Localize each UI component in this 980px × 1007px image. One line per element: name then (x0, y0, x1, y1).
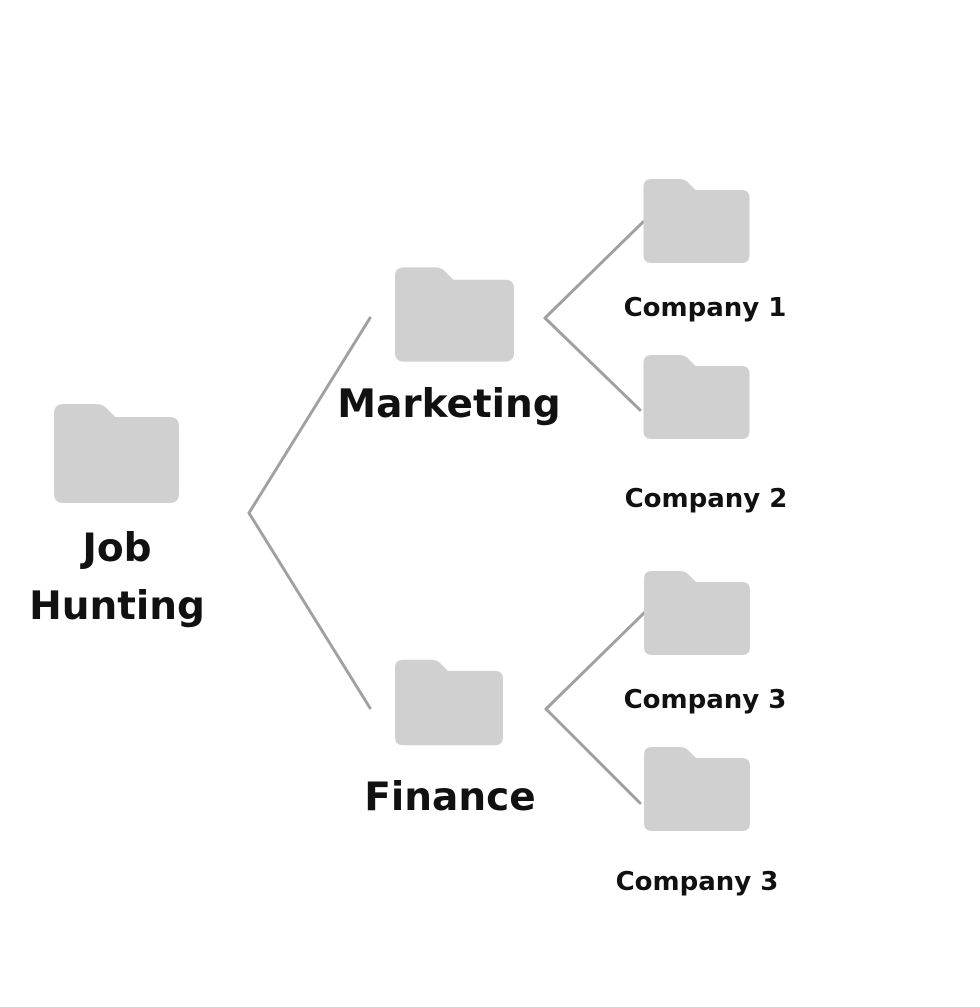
branch-label-marketing: Marketing (337, 382, 561, 427)
connector-root-marketing (247, 316, 372, 515)
leaf-label-company-2: Company 2 (624, 484, 788, 514)
folder-icon (643, 179, 750, 263)
folder-icon (644, 571, 750, 655)
leaf-label-company-3a: Company 3 (623, 685, 787, 715)
folder-icon (395, 267, 514, 362)
connector-finance-company-3a (544, 610, 647, 711)
leaf-label-company-3b: Company 3 (615, 867, 779, 897)
connector-finance-company-3b (544, 707, 642, 805)
folder-icon (54, 404, 179, 503)
connector-marketing-company-2 (543, 316, 642, 412)
folder-icon (395, 659, 503, 746)
connector-marketing-company-1 (543, 220, 645, 320)
folder-icon (644, 747, 750, 831)
branch-label-finance: Finance (364, 775, 536, 820)
root-label-job-hunting: Job Hunting (29, 526, 205, 629)
connector-root-finance (247, 511, 372, 710)
folder-icon (643, 355, 750, 439)
leaf-label-company-1: Company 1 (623, 293, 787, 323)
